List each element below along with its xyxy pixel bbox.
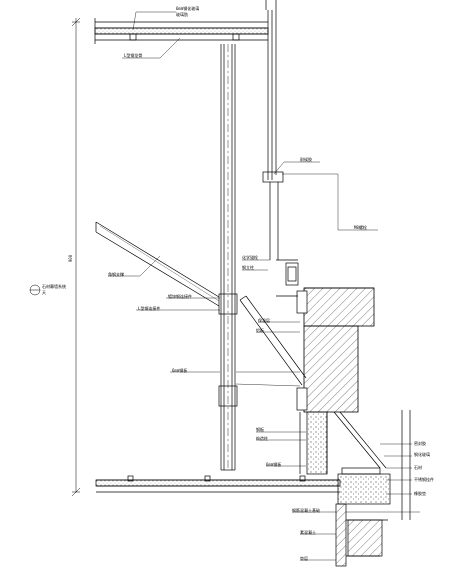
label-bracket-1: 镀锌钢连接件 [168, 294, 192, 299]
label-anchor: 化学锚栓 [242, 255, 258, 260]
label-base-1: 6mm钢板 [266, 462, 282, 467]
slab-upper [303, 287, 375, 413]
label-top-a: 6mm钢化玻璃 [176, 6, 200, 11]
label-top-b: 玻璃肋 [176, 12, 188, 17]
label-side-dim: 900 [68, 254, 74, 263]
label-bracket-2: L型钢连接件 [138, 306, 161, 311]
leader-lines [108, 11, 420, 561]
base-frame [95, 410, 411, 567]
fixing-plates [276, 259, 308, 411]
label-r4: 不锈钢挂件 [414, 477, 434, 482]
label-foot-1: 素混凝土 [300, 530, 316, 535]
label-sill: 6mm钢板 [172, 368, 188, 373]
lower-wall [299, 411, 387, 475]
label-seal: 耐候胶 [300, 157, 312, 162]
dimension-line [29, 17, 81, 497]
label-r1: 密封胶 [414, 441, 426, 446]
label-bottom-b: 构造柱 [256, 436, 268, 441]
label-bolt: M8螺栓 [354, 225, 367, 230]
top-frame [94, 0, 284, 260]
label-angle: 角钢支撑 [108, 272, 124, 277]
label-r5: 橡胶垫 [414, 491, 426, 496]
label-r3: 石材 [414, 465, 422, 470]
label-insul: 保温层 [258, 318, 270, 323]
label-flash: 铝板 [256, 328, 264, 333]
label-beam: L型钢龙骨 [124, 53, 143, 58]
label-col: 钢立柱 [242, 265, 254, 270]
label-side-note-2: 天 [42, 290, 46, 295]
brace [95, 221, 307, 386]
main-column [218, 44, 238, 471]
label-base-2: 钢筋混凝土基础 [292, 508, 320, 513]
label-r2: 钢化玻璃 [414, 452, 430, 457]
label-side-note: 石材幕墙系统 [42, 284, 66, 289]
label-bottom-a: 钢板 [256, 427, 264, 432]
label-foot-2: 垫层 [300, 556, 308, 561]
